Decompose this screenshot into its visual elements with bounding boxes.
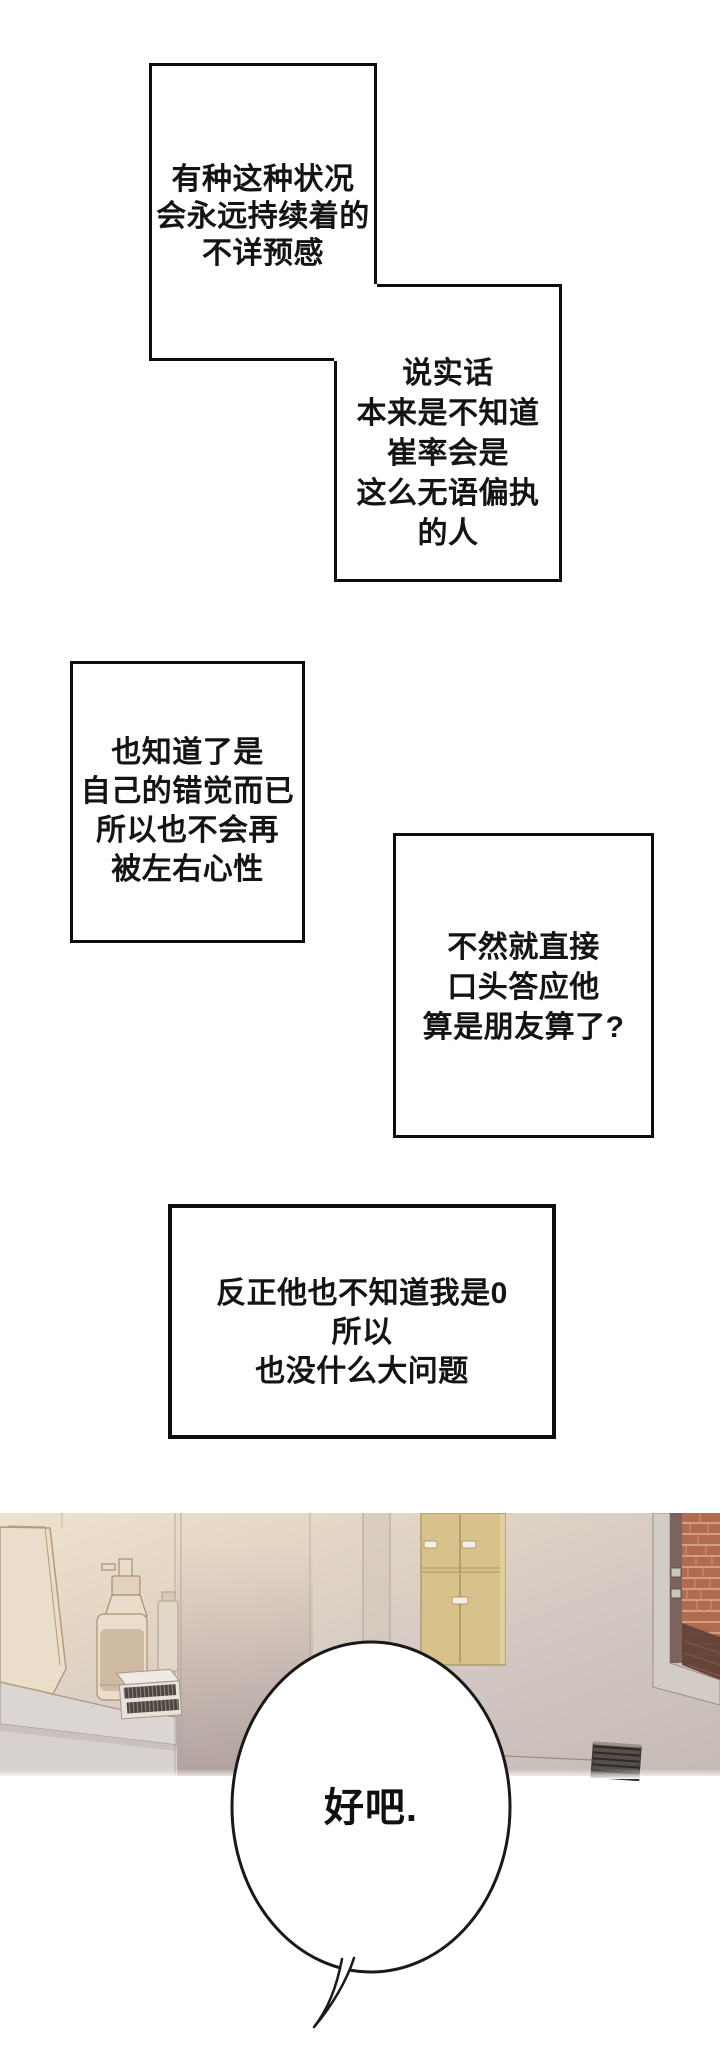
text-line: 反正他也不知道我是0 [216, 1277, 508, 1310]
small-bottle [157, 1591, 179, 1672]
thought-box-5-text: 反正他也不知道我是0 所以 也没什么大问题 [172, 1219, 552, 1446]
text-line: 被左右心性 [111, 853, 264, 886]
text-line: 这么无语偏执 [356, 477, 540, 510]
cabinet-handle [451, 1596, 469, 1605]
text-line: 口头答应他 [447, 970, 600, 1004]
cabinet-handle [461, 1540, 477, 1549]
hinge [670, 1567, 682, 1578]
text-line: 所以也不会再 [96, 814, 279, 847]
thought-box-1-text: 有种这种状况 会永远持续着的 不详预感 [152, 70, 374, 362]
text-line: 算是朋友算了? [422, 1010, 625, 1044]
speech-bubble [230, 1640, 512, 1974]
text-line: 的人 [417, 517, 479, 550]
thought-box-2-text: 说实话 本来是不知道 崔率会是 这么无语偏执 的人 [337, 308, 559, 600]
heater-vent [115, 1668, 183, 1720]
hinge [670, 1588, 682, 1599]
text-line: 会永远持续着的 [156, 199, 370, 233]
text-line: 也知道了是 [111, 736, 264, 769]
text-line: 不详预感 [202, 236, 324, 270]
counter [0, 1680, 178, 1776]
cabinet-handle [423, 1540, 438, 1549]
thought-box-3-text: 也知道了是 自己的错觉而已 所以也不会再 被左右心性 [73, 673, 302, 949]
text-line: 不然就直接 [447, 930, 600, 964]
threshold-line [504, 1755, 593, 1761]
overlap-patch [334, 284, 377, 361]
scene-svg [0, 1513, 720, 2029]
speech-bubble-tail [312, 1956, 356, 2029]
thought-box-3: 也知道了是 自己的错觉而已 所以也不会再 被左右心性 [70, 661, 305, 943]
room-scene: 好吧. [0, 1513, 720, 2065]
text-line: 有种这种状况 [171, 162, 355, 196]
text-line: 所以 [331, 1316, 393, 1349]
text-line: 崔率会是 [387, 437, 509, 470]
leaning-mirror [0, 1525, 67, 1695]
thought-box-1: 有种这种状况 会永远持续着的 不详预感 [149, 63, 377, 361]
speech-bubble-text: 好吧. [323, 1786, 419, 1830]
thought-box-4-text: 不然就直接 口头答应他 算是朋友算了? [396, 838, 651, 1137]
text-line: 本来是不知道 [356, 397, 540, 430]
brick-wall [682, 1513, 720, 1680]
door-trim [670, 1513, 682, 1663]
door-frame [652, 1513, 720, 1706]
thought-box-4: 不然就直接 口头答应他 算是朋友算了? [393, 833, 654, 1138]
thought-box-5: 反正他也不知道我是0 所以 也没什么大问题 [168, 1204, 556, 1439]
text-line: 也没什么大问题 [255, 1355, 469, 1388]
text-line: 自己的错觉而已 [80, 775, 295, 808]
text-line: 说实话 [402, 357, 494, 390]
wardrobe-cabinet [420, 1513, 506, 1666]
